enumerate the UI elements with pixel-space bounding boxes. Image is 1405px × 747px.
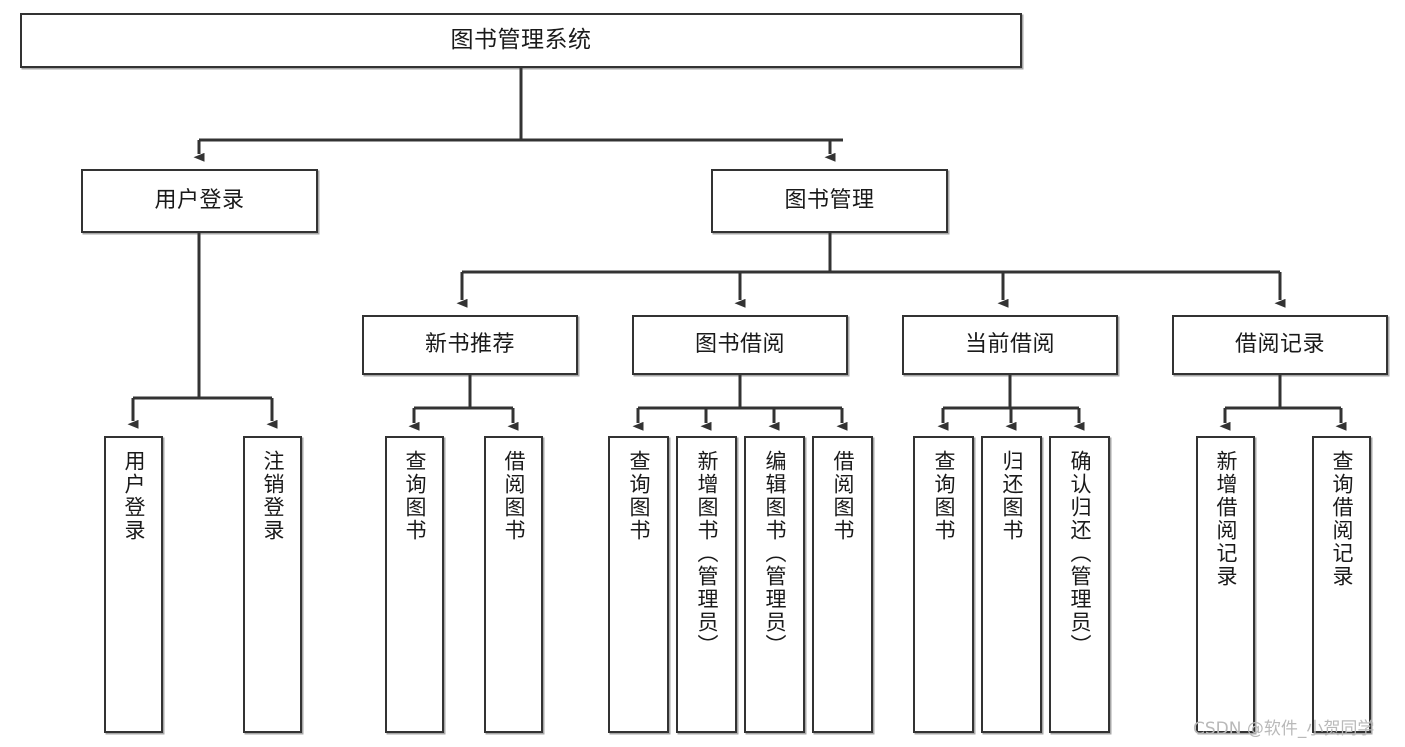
node-leaf-query-borrow-record-label: 查询借阅记录	[1330, 450, 1354, 588]
node-leaf-user-login[interactable]: 用户登录	[104, 436, 163, 733]
node-leaf-add-borrow-record[interactable]: 新增借阅记录	[1196, 436, 1255, 733]
node-current-borrow-label: 当前借阅	[964, 331, 1055, 357]
node-leaf-confirm-return-admin[interactable]: 确认归还（管理员）	[1049, 436, 1110, 733]
node-new-book-recommend[interactable]: 新书推荐	[362, 315, 578, 375]
node-leaf-query-book-recommend[interactable]: 查询图书	[385, 436, 444, 733]
node-leaf-user-login-label: 用户登录	[122, 450, 146, 542]
node-leaf-logout[interactable]: 注销登录	[243, 436, 302, 733]
node-leaf-add-book-admin[interactable]: 新增图书（管理员）	[676, 436, 737, 733]
node-leaf-return-book[interactable]: 归还图书	[981, 436, 1042, 733]
node-current-borrow[interactable]: 当前借阅	[902, 315, 1118, 375]
node-borrow-record[interactable]: 借阅记录	[1172, 315, 1388, 375]
node-leaf-query-book-borrow[interactable]: 查询图书	[608, 436, 669, 733]
node-leaf-borrow-book-recommend[interactable]: 借阅图书	[484, 436, 543, 733]
node-leaf-edit-book-admin-label: 编辑图书（管理员）	[763, 450, 787, 657]
node-book-management-label: 图书管理	[784, 187, 875, 213]
node-book-borrow-label: 图书借阅	[694, 331, 785, 357]
node-leaf-return-book-label: 归还图书	[1000, 450, 1024, 542]
node-leaf-query-book-current[interactable]: 查询图书	[913, 436, 974, 733]
node-user-login-label: 用户登录	[154, 187, 245, 213]
node-book-borrow[interactable]: 图书借阅	[632, 315, 848, 375]
node-book-management[interactable]: 图书管理	[711, 169, 948, 233]
node-leaf-borrow-book[interactable]: 借阅图书	[812, 436, 873, 733]
node-leaf-query-book-borrow-label: 查询图书	[627, 450, 651, 542]
node-borrow-record-label: 借阅记录	[1234, 331, 1325, 357]
node-leaf-query-book-recommend-label: 查询图书	[403, 450, 427, 542]
node-leaf-query-borrow-record[interactable]: 查询借阅记录	[1312, 436, 1371, 733]
node-leaf-logout-label: 注销登录	[261, 450, 285, 542]
node-root-label: 图书管理系统	[450, 26, 592, 53]
node-leaf-borrow-book-recommend-label: 借阅图书	[502, 450, 526, 542]
node-leaf-add-borrow-record-label: 新增借阅记录	[1214, 450, 1238, 588]
node-user-login[interactable]: 用户登录	[81, 169, 318, 233]
node-leaf-borrow-book-label: 借阅图书	[831, 450, 855, 542]
node-leaf-query-book-current-label: 查询图书	[932, 450, 956, 542]
csdn-watermark: CSDN @软件_小贺同学	[1193, 719, 1375, 739]
node-leaf-confirm-return-admin-label: 确认归还（管理员）	[1068, 450, 1092, 657]
node-root[interactable]: 图书管理系统	[20, 13, 1022, 68]
node-new-book-recommend-label: 新书推荐	[424, 331, 515, 357]
node-leaf-add-book-admin-label: 新增图书（管理员）	[695, 450, 719, 657]
node-leaf-edit-book-admin[interactable]: 编辑图书（管理员）	[744, 436, 805, 733]
